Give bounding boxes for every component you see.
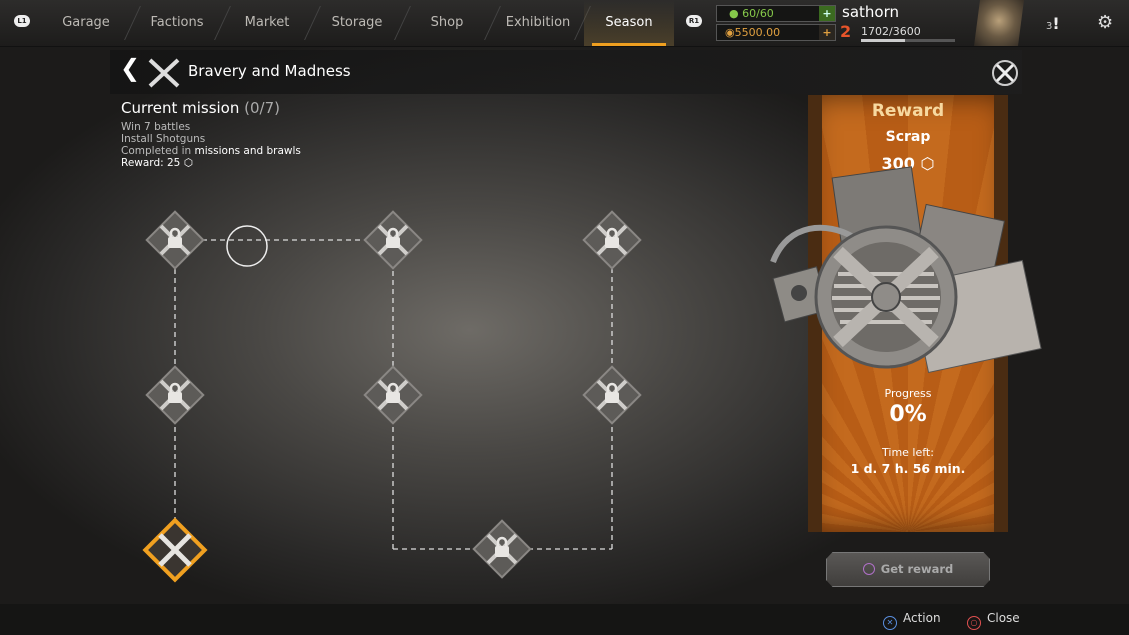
reward-title: Reward bbox=[871, 101, 945, 121]
empty-slot-circle[interactable] bbox=[226, 225, 268, 267]
tab-market[interactable]: Market bbox=[244, 15, 290, 30]
progress-label: Progress bbox=[884, 387, 932, 400]
mission-title-text: Current mission bbox=[121, 99, 240, 117]
r1-button-icon[interactable]: R1 bbox=[686, 15, 702, 27]
mission-goal: Win 7 battles bbox=[121, 121, 191, 133]
current-mission-title: Current mission (0/7) bbox=[121, 99, 280, 117]
username: sathorn bbox=[842, 3, 899, 21]
get-reward-button[interactable]: Get reward bbox=[826, 552, 990, 587]
page-title: Bravery and Madness bbox=[188, 62, 351, 80]
cross-button-icon: ✕ bbox=[883, 616, 897, 630]
mission-requirement: Install Shotguns bbox=[121, 133, 206, 145]
fuel-value: 60/60 bbox=[742, 7, 774, 20]
season-header: ❮ Bravery and Madness bbox=[110, 50, 1022, 94]
mission-mode: Completed in missions and brawls bbox=[121, 145, 301, 157]
circle-button-icon: ○ bbox=[967, 616, 981, 630]
player-level: 2 bbox=[840, 22, 852, 41]
coin-icon: ◉ bbox=[725, 26, 735, 39]
mission-mode-highlight: missions and brawls bbox=[194, 145, 301, 157]
fuel-icon: ● bbox=[729, 7, 739, 20]
action-hint[interactable]: ✕ Action bbox=[883, 611, 941, 630]
fuel-counter: ● 60/60 + bbox=[716, 5, 836, 22]
player-avatar[interactable] bbox=[974, 0, 1024, 46]
xp-progress-bar bbox=[861, 39, 955, 42]
gear-icon[interactable]: ⚙ bbox=[1097, 12, 1114, 33]
progress-value: 0% bbox=[889, 402, 927, 427]
alert-icon: ! bbox=[1052, 14, 1060, 33]
action-label: Action bbox=[903, 611, 941, 625]
notification-count: 3 bbox=[1046, 21, 1053, 32]
tab-exhibition[interactable]: Exhibition bbox=[505, 15, 571, 30]
l1-button-icon[interactable]: L1 bbox=[14, 15, 30, 27]
time-left-label: Time left: bbox=[882, 446, 934, 459]
close-hint[interactable]: ○ Close bbox=[967, 611, 1020, 630]
scrap-icon: ⬡ bbox=[920, 154, 935, 173]
close-label: Close bbox=[987, 611, 1020, 625]
get-reward-label: Get reward bbox=[880, 562, 954, 576]
mission-reward: Reward: 25 ⬡ bbox=[121, 157, 193, 169]
xp-text: 1702/3600 bbox=[861, 25, 921, 38]
add-fuel-button[interactable]: + bbox=[819, 6, 835, 21]
coins-value: 5500.00 bbox=[734, 26, 781, 39]
notifications-button[interactable]: 3! bbox=[1046, 14, 1060, 33]
active-node-icon[interactable] bbox=[142, 517, 208, 583]
map-paths bbox=[174, 239, 613, 550]
xp-progress-fill bbox=[861, 39, 906, 42]
close-icon[interactable] bbox=[990, 58, 1020, 88]
mission-count: (0/7) bbox=[244, 99, 281, 117]
scrap-icon: ⬡ bbox=[183, 157, 193, 169]
tab-factions[interactable]: Factions bbox=[150, 15, 204, 30]
mission-mode-prefix: Completed in bbox=[121, 145, 192, 157]
scrap-pile-image bbox=[770, 166, 1042, 374]
add-coins-button[interactable]: + bbox=[819, 25, 835, 40]
coins-counter: ◉5500.00 + bbox=[716, 24, 836, 41]
crossed-weapons-icon bbox=[148, 58, 180, 88]
top-bar: L1 Garage Factions Market Storage Shop E… bbox=[0, 0, 1129, 47]
bottom-bar bbox=[0, 604, 1129, 635]
time-left-value: 1 d. 7 h. 56 min. bbox=[850, 461, 966, 476]
tab-storage[interactable]: Storage bbox=[331, 15, 383, 30]
mission-reward-text: Reward: 25 bbox=[121, 157, 181, 169]
square-button-icon bbox=[862, 563, 875, 575]
reward-name: Scrap bbox=[885, 129, 931, 145]
tab-season[interactable]: Season bbox=[584, 0, 674, 46]
tab-shop[interactable]: Shop bbox=[430, 15, 464, 30]
back-arrow-icon[interactable]: ❮ bbox=[120, 54, 141, 82]
tab-garage[interactable]: Garage bbox=[62, 15, 110, 30]
